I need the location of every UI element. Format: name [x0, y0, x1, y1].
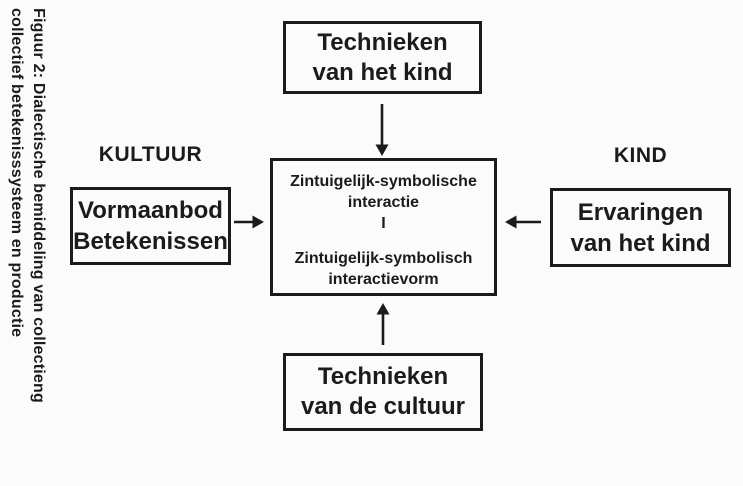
figure-caption-line-1: Figuur 2: Dialectische bemiddeling van c…	[30, 8, 47, 403]
box-text-line: Zintuigelijk-symbolisch	[294, 250, 473, 267]
arrow-up-icon	[376, 303, 390, 345]
interactie-center-box: Zintuigelijk-symbolische interactie I Zi…	[270, 158, 497, 296]
arrow-right-icon	[234, 215, 264, 229]
box-text-divider: I	[381, 215, 386, 232]
box-text-line: van de cultuur	[300, 393, 466, 420]
figure-caption-line-2: collectief betekenisssysteem en producti…	[8, 8, 25, 338]
kind-label: KIND	[613, 144, 668, 167]
box-text-line: Vormaanbod	[78, 197, 223, 224]
box-text-line: van het kind	[570, 229, 711, 257]
box-text-line: Ervaringen	[577, 198, 704, 226]
ervaringen-van-het-kind-box: Ervaringen van het kind	[550, 188, 731, 267]
box-text-line: Betekenissen	[73, 228, 228, 255]
box-text-line: Technieken	[317, 363, 449, 390]
box-text-line: Technieken	[317, 28, 448, 56]
arrow-left-icon	[505, 215, 541, 229]
box-text-line: van het kind	[312, 58, 453, 86]
box-text-line: Zintuigelijk-symbolische	[290, 173, 477, 190]
box-text-line: interactie	[347, 194, 420, 211]
figure-caption: Figuur 2: Dialectische bemiddeling van c…	[3, 8, 49, 484]
vormaanbod-betekenissen-box: Vormaanbod Betekenissen	[70, 187, 231, 265]
arrow-down-icon	[375, 104, 389, 156]
box-text-line: interactievorm	[328, 271, 439, 288]
kultuur-label: KULTUUR	[98, 143, 203, 166]
technieken-van-het-kind-box: Technieken van het kind	[283, 21, 482, 94]
technieken-van-de-cultuur-box: Technieken van de cultuur	[283, 353, 483, 431]
